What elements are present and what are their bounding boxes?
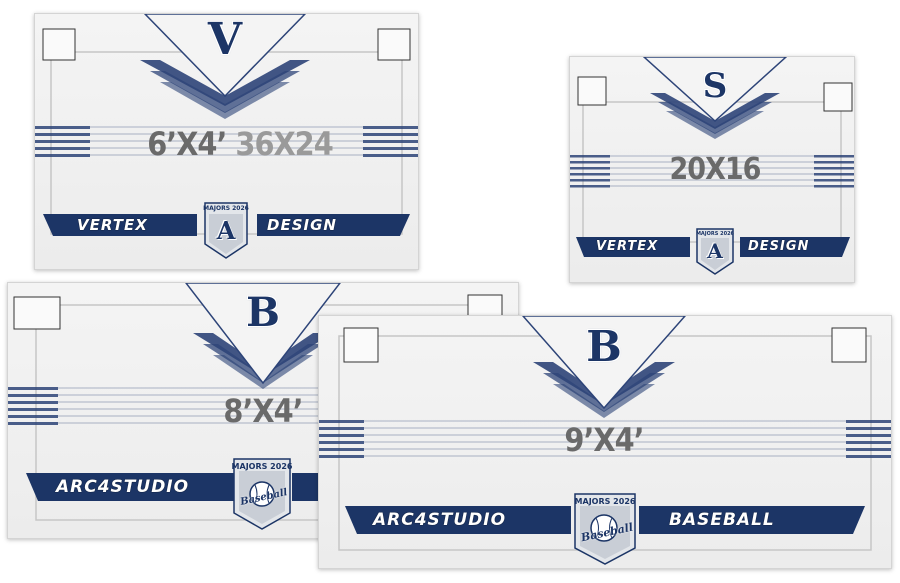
size-main: 20X16 bbox=[669, 152, 762, 187]
badge-letter: A bbox=[707, 239, 723, 263]
banner-left-text: ARC4STUDIO bbox=[56, 477, 190, 497]
banner-left-text: ARC4STUDIO bbox=[373, 510, 507, 530]
banner-left-text: VERTEX bbox=[77, 216, 148, 234]
banner-left-text: VERTEX bbox=[596, 239, 659, 254]
team-letter: V bbox=[207, 14, 243, 65]
banner-template-vertex-20x16[interactable]: S 20X16 VERTEX DESIGN MAJORS 2026 A bbox=[569, 56, 855, 283]
badge-title: MAJORS 2026 bbox=[203, 205, 249, 212]
banner-template-artwork bbox=[570, 57, 854, 275]
badge-title: MAJORS 2026 bbox=[695, 231, 735, 237]
banner-template-artwork bbox=[35, 14, 418, 259]
team-letter: B bbox=[586, 322, 622, 371]
banner-template-artwork bbox=[319, 316, 891, 565]
banner-right-text: DESIGN bbox=[267, 216, 337, 234]
size-label: 6’X4’ 36X24 bbox=[147, 125, 333, 163]
size-label: 20X16 bbox=[669, 152, 762, 187]
banner-template-vertex-6x4[interactable]: V 6’X4’ 36X24 VERTEX DESIGN MAJORS 2026 … bbox=[34, 13, 419, 270]
banner-right-text: DESIGN bbox=[748, 239, 810, 254]
badge-title: MAJORS 2026 bbox=[574, 497, 636, 506]
banner-right-text: BASEBALL bbox=[669, 510, 775, 530]
size-main: 9’X4’ bbox=[564, 421, 644, 459]
banner-template-arc4studio-9x4[interactable]: B 9’X4’ ARC4STUDIO BASEBALL MAJORS 2026 … bbox=[318, 315, 892, 569]
badge-title: MAJORS 2026 bbox=[231, 462, 293, 471]
size-alt: 36X24 bbox=[235, 125, 333, 163]
size-main: 8’X4’ bbox=[223, 392, 303, 430]
team-letter: B bbox=[246, 289, 280, 336]
size-label: 9’X4’ bbox=[564, 421, 644, 459]
badge-letter: A bbox=[216, 216, 236, 245]
size-main: 6’X4’ bbox=[147, 125, 227, 163]
size-label: 8’X4’ bbox=[223, 392, 303, 430]
team-letter: S bbox=[702, 66, 728, 106]
